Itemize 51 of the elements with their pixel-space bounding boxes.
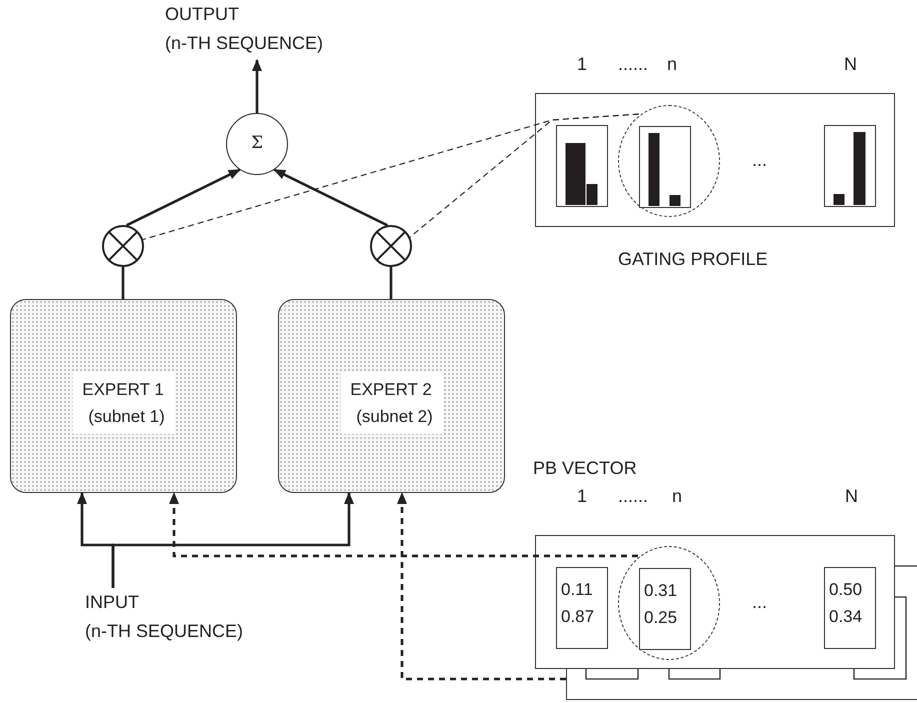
index-label: n [667, 54, 678, 74]
arrow [273, 168, 388, 226]
gating-profile-panel [535, 93, 895, 227]
expert-subtitle: (subnet 1) [87, 406, 165, 428]
panel-caption: GATING PROFILE [618, 249, 768, 269]
index-label: N [845, 486, 858, 506]
dashed-line [410, 114, 639, 238]
highlight-ellipse [618, 546, 720, 660]
index-label: ... [752, 592, 768, 612]
highlight-ellipse [618, 105, 720, 217]
vector-value: 0.25 [644, 608, 678, 628]
sum-node [226, 113, 288, 175]
bar-chart-panel [639, 126, 691, 208]
node-title: OUTPUT [165, 4, 239, 24]
index-label: n [672, 486, 682, 506]
vector-value: 0.11 [561, 580, 593, 600]
arrow [126, 168, 241, 226]
vector-cell [639, 568, 691, 650]
multiplier-symbol [102, 225, 144, 267]
index-label: 1 [577, 486, 588, 506]
connector-line [122, 267, 124, 299]
index-label: ...... [618, 54, 648, 74]
vector-value: 0.31 [644, 581, 678, 601]
index-label: ...... [618, 486, 648, 506]
connector-line [390, 267, 392, 299]
expert-box [278, 299, 505, 493]
vector-value: 0.50 [829, 580, 862, 600]
expert-box [10, 299, 237, 493]
panel-caption: PB VECTOR [533, 458, 637, 478]
vector-cell [556, 567, 608, 649]
pb-vector-panel [535, 535, 895, 669]
vector-cell [824, 567, 876, 649]
bar-chart-panel [556, 125, 608, 207]
bar-chart-panel [824, 125, 876, 207]
node-subtitle: (n-TH SEQUENCE) [165, 33, 324, 53]
expert-subtitle: (subnet 2) [355, 406, 433, 428]
vector-value: 0.87 [561, 607, 594, 627]
expert-title: EXPERT 2 [350, 379, 433, 401]
vector-value: 0.34 [829, 607, 862, 627]
node-subtitle: (n-TH SEQUENCE) [85, 621, 244, 641]
index-label: 1 [577, 54, 588, 74]
dashed-arrow [169, 492, 638, 558]
node-title: INPUT [85, 592, 139, 612]
arrow [252, 59, 262, 113]
multiplier-symbol [370, 225, 412, 267]
expert-title: EXPERT 1 [82, 379, 165, 401]
sum-symbol: Σ [250, 133, 264, 153]
dashed-arrow [397, 492, 566, 680]
arrow [112, 492, 354, 588]
index-label: N [844, 54, 857, 74]
index-label: ... [752, 150, 768, 170]
